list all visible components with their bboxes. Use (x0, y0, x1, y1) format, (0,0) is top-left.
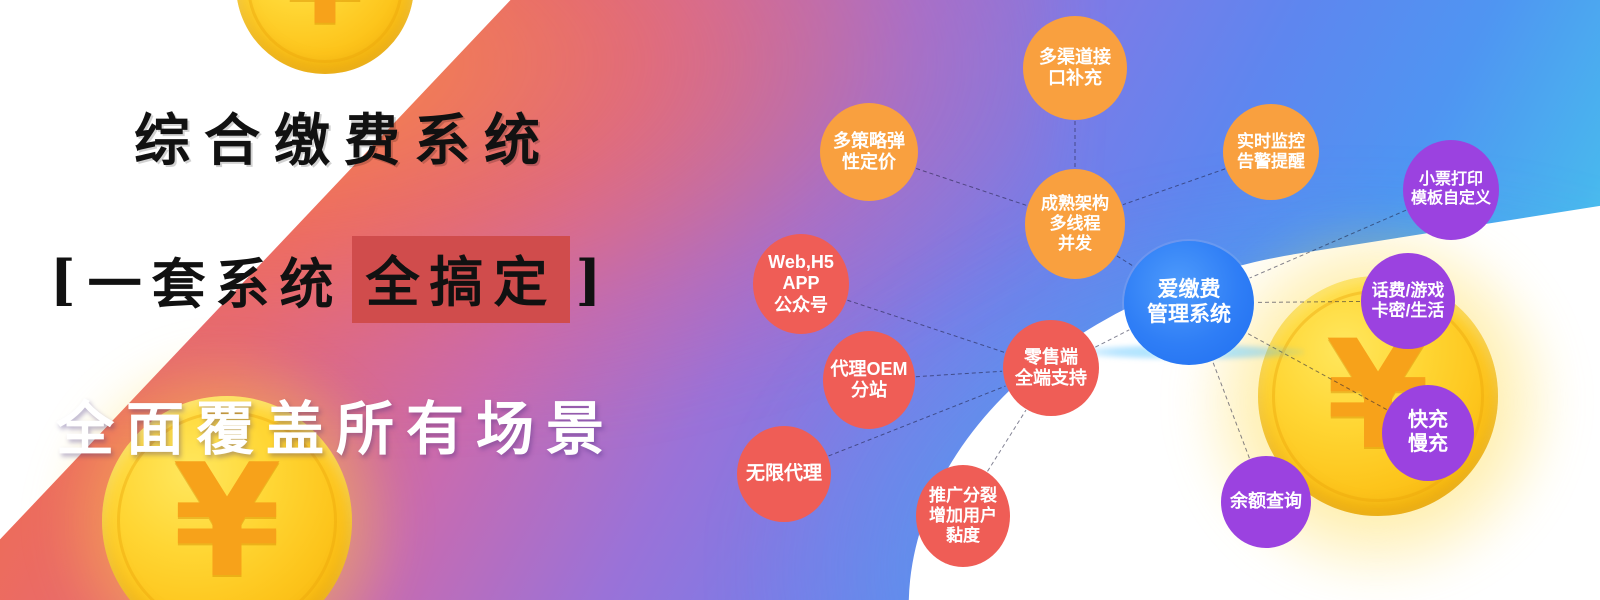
mindmap-node-pricing[interactable]: 多策略弹性定价 (820, 103, 918, 201)
mindmap-node-label: 公众号 (774, 294, 828, 315)
mindmap-node-label: 零售端 (1024, 346, 1078, 367)
mindmap-link (828, 385, 1006, 457)
mindmap-node-monitoring[interactable]: 实时监控告警提醒 (1223, 104, 1319, 200)
mindmap-node-center[interactable]: 爱缴费管理系统 (1124, 241, 1254, 365)
mindmap-node-label: 爱缴费 (1157, 278, 1221, 302)
mindmap-node-label: 黏度 (946, 526, 980, 546)
mindmap-node-label: 全端支持 (1015, 368, 1087, 388)
mindmap-node-label: 告警提醒 (1237, 152, 1305, 171)
mindmap-link (1246, 332, 1387, 411)
mindmap-node-label: APP (782, 273, 820, 294)
coin-rim (117, 411, 337, 600)
mindmap-node-label: 无限代理 (745, 462, 822, 484)
mindmap-node-label: 管理系统 (1147, 303, 1231, 326)
mindmap-node-label: 多渠道接 (1039, 46, 1111, 67)
mindmap-node-label: 多策略弹 (833, 130, 905, 151)
mindmap-node-recharge-cat[interactable]: 话费/游戏卡密/生活 (1361, 253, 1455, 349)
mindmap-node-label: 实时监控 (1237, 131, 1305, 151)
mindmap-link (915, 370, 1003, 378)
mindmap-node-label: 分站 (851, 380, 887, 400)
yen-symbol-icon: ¥ (286, 0, 364, 41)
mindmap-node-fast-slow[interactable]: 快充慢充 (1382, 385, 1474, 481)
mindmap-node-label: 余额查询 (1230, 491, 1302, 512)
mindmap-node-label: 小票打印 (1418, 171, 1483, 189)
mindmap-node-label: 模板自定义 (1410, 190, 1491, 207)
mindmap-node-label: 性定价 (842, 152, 896, 172)
mindmap-node-architecture[interactable]: 成熟架构多线程并发 (1025, 169, 1125, 279)
mindmap-link (1116, 255, 1136, 268)
mindmap-link (987, 409, 1027, 472)
mindmap-node-label: 口补充 (1048, 68, 1102, 88)
mindmap-node-multi-channel[interactable]: 多渠道接口补充 (1023, 16, 1127, 120)
mindmap-link (1212, 361, 1250, 459)
mindmap-node-unlimited-agent[interactable]: 无限代理 (737, 426, 831, 522)
mindmap-link (916, 168, 1028, 206)
mindmap-link (1095, 329, 1130, 348)
mindmap-node-label: 多线程 (1049, 213, 1101, 233)
mindmap-node-label: 快充 (1408, 409, 1448, 432)
mindmap-node-label: 代理OEM (830, 358, 908, 379)
mindmap-node-label: 增加用户 (929, 505, 997, 525)
mindmap-link (1122, 168, 1226, 206)
mindmap-node-receipt-print[interactable]: 小票打印模板自定义 (1403, 140, 1499, 240)
mindmap-node-label: 成熟架构 (1041, 193, 1109, 213)
mindmap-node-label: 推广分裂 (929, 485, 997, 505)
mindmap-node-label: Web,H5 (768, 252, 834, 273)
mindmap-node-retail-support[interactable]: 零售端全端支持 (1003, 320, 1099, 416)
yen-symbol-icon: ¥ (172, 430, 282, 600)
mindmap-node-label: 慢充 (1408, 433, 1448, 455)
mindmap-node-promotion[interactable]: 推广分裂增加用户黏度 (916, 465, 1010, 567)
mindmap-node-balance-query[interactable]: 余额查询 (1221, 456, 1311, 548)
mindmap-node-label: 话费/游戏 (1371, 280, 1445, 300)
mindmap-link (1249, 209, 1407, 279)
coin-icon-left: ¥ (102, 396, 352, 600)
mindmap-node-label: 卡密/生活 (1371, 301, 1445, 320)
mindmap-link (1254, 300, 1361, 303)
mindmap-node-label: 并发 (1058, 234, 1092, 254)
